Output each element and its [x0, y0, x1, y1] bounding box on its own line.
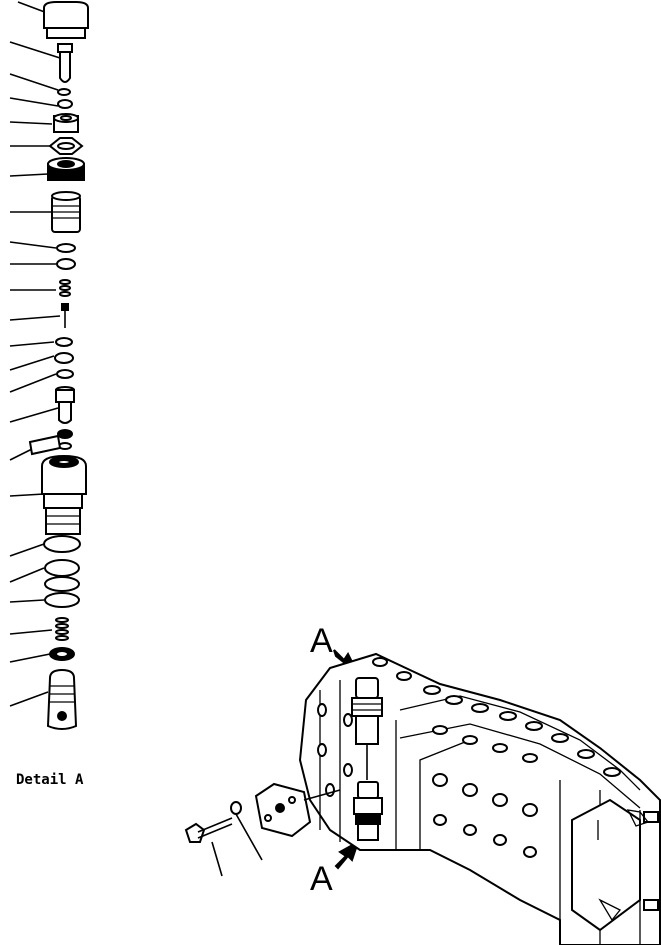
o-ring-part [54, 352, 74, 364]
upper-relief-valve [351, 677, 383, 780]
bolt-holes [317, 657, 621, 858]
detail-a-label: Detail A [16, 772, 84, 788]
sleeve-part [55, 386, 75, 424]
callout-a-bottom: A [310, 860, 333, 898]
control-valve-assembly: A A [184, 622, 661, 945]
o-ring-part [44, 559, 80, 577]
o-ring-part [57, 99, 73, 109]
cap-part [43, 0, 89, 39]
o-ring-small [230, 801, 263, 861]
spring-part [55, 617, 69, 641]
plunger-part [57, 43, 73, 83]
o-ring-part [43, 535, 81, 553]
detail-a-exploded-view: Detail A [9, 0, 89, 788]
o-ring-part [57, 429, 73, 439]
o-ring-part [44, 576, 80, 592]
arrow-bottom-icon [334, 839, 360, 870]
spring-part [59, 279, 71, 297]
o-ring-part [56, 243, 76, 253]
bolt [184, 817, 233, 877]
lower-relief-valve [353, 781, 383, 841]
o-ring-part [56, 369, 74, 379]
o-ring-part [56, 258, 76, 270]
backup-ring-part [28, 434, 62, 456]
nut-part [53, 113, 79, 133]
cover-block [254, 782, 341, 838]
adjuster-part [51, 191, 81, 233]
poppet-part [61, 303, 69, 328]
callout-a-top: A [310, 622, 333, 660]
o-ring-part [55, 337, 73, 347]
valve-body-part [41, 454, 87, 535]
leader-lines [9, 1, 61, 707]
piston-part [46, 668, 78, 730]
valve-block [298, 652, 661, 945]
seat-part [49, 647, 75, 661]
lock-nut-part [47, 157, 85, 181]
o-ring-part [57, 88, 71, 96]
washer-part [48, 137, 84, 155]
o-ring-part [44, 592, 80, 608]
